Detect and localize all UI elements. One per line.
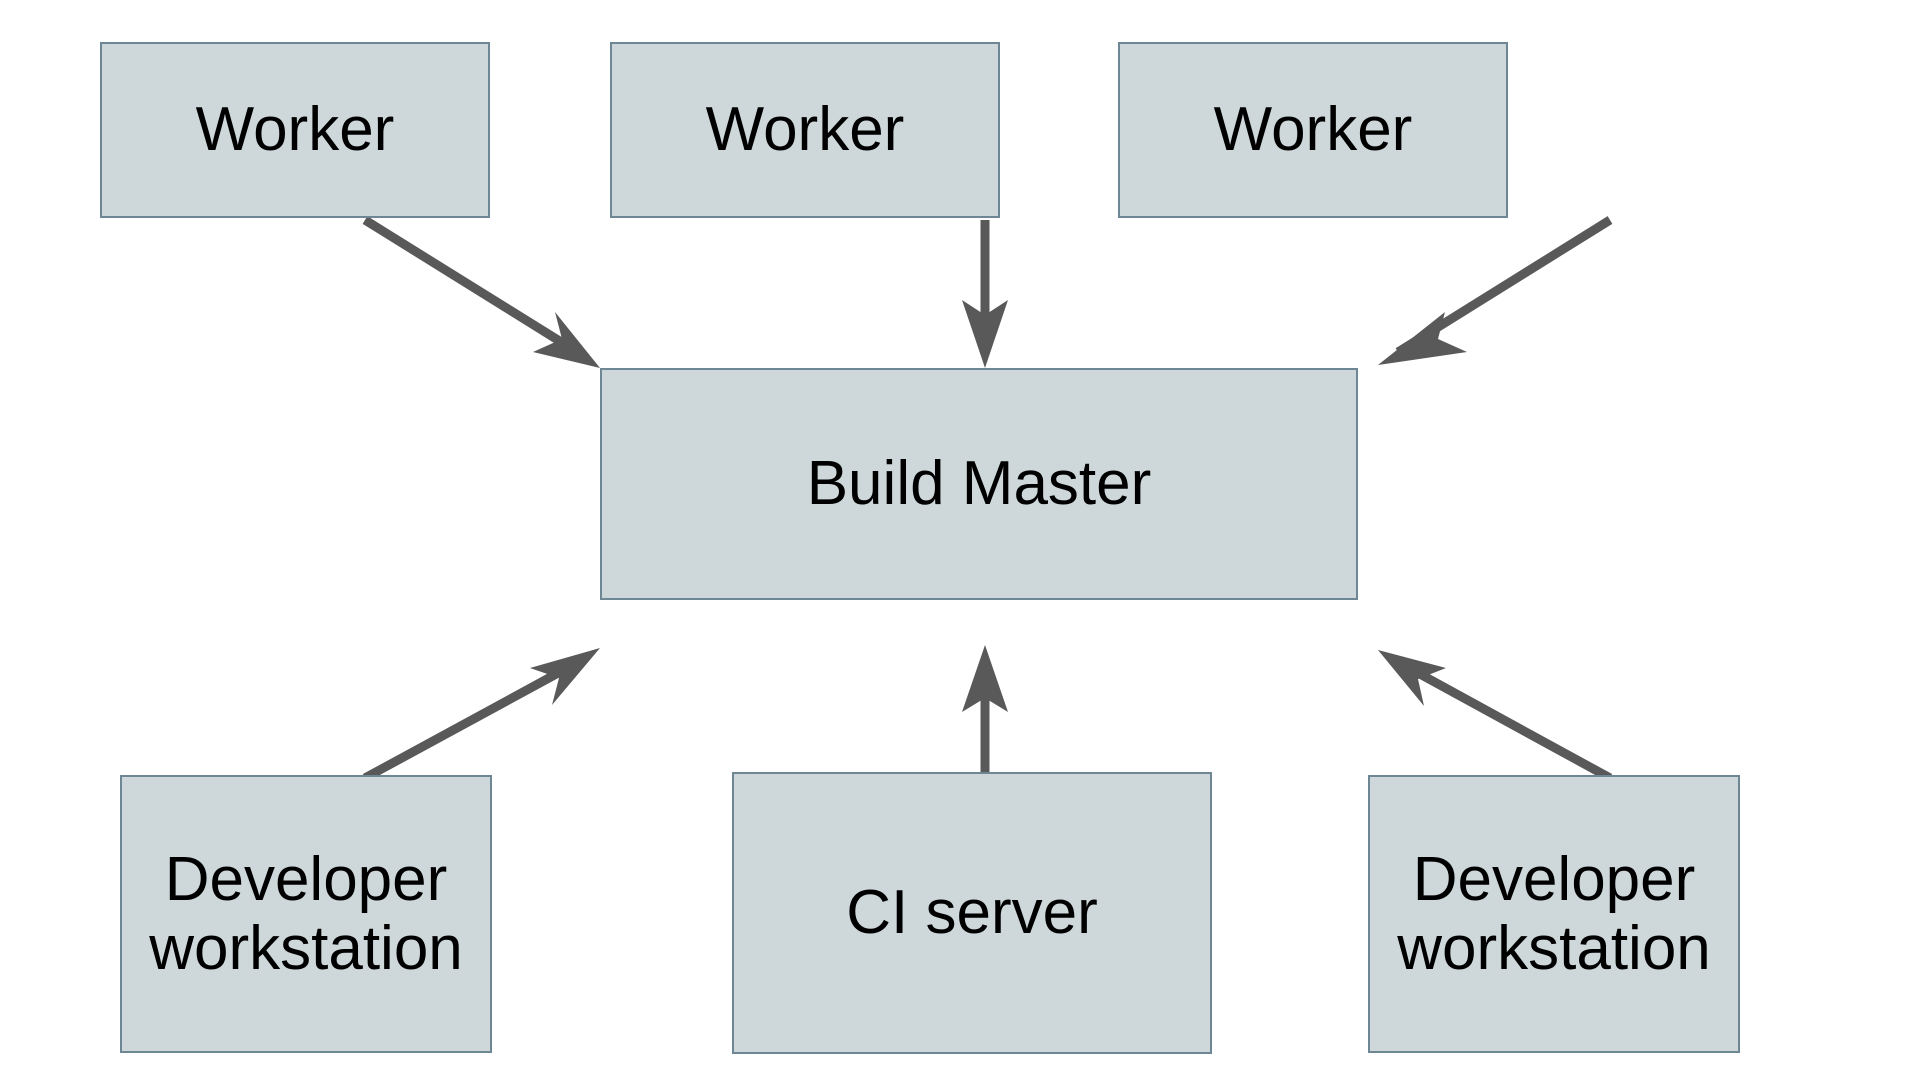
node-worker-3-label: Worker — [1213, 95, 1413, 165]
node-developer-workstation-left[interactable]: Developer workstation — [120, 775, 492, 1053]
edge-worker-3-to-build-master — [1378, 216, 1613, 365]
node-ci-server-label: CI server — [846, 878, 1098, 948]
node-developer-workstation-left-label: Developer workstation — [149, 844, 463, 983]
node-worker-1-label: Worker — [195, 95, 395, 165]
edge-worker-2-to-build-master — [962, 220, 1008, 368]
node-build-master[interactable]: Build Master — [600, 368, 1358, 600]
node-developer-workstation-right-label: Developer workstation — [1397, 844, 1711, 983]
node-worker-1[interactable]: Worker — [100, 42, 490, 218]
edge-dev-1-to-build-master — [362, 648, 600, 782]
node-build-master-label: Build Master — [806, 449, 1152, 519]
node-worker-2[interactable]: Worker — [610, 42, 1000, 218]
edge-dev-2-to-build-master — [1378, 650, 1613, 782]
node-worker-2-label: Worker — [705, 95, 905, 165]
node-developer-workstation-right[interactable]: Developer workstation — [1368, 775, 1740, 1053]
edge-ci-to-build-master — [962, 645, 1008, 775]
edge-worker-1-to-build-master — [362, 216, 600, 368]
node-ci-server[interactable]: CI server — [732, 772, 1212, 1054]
node-worker-3[interactable]: Worker — [1118, 42, 1508, 218]
